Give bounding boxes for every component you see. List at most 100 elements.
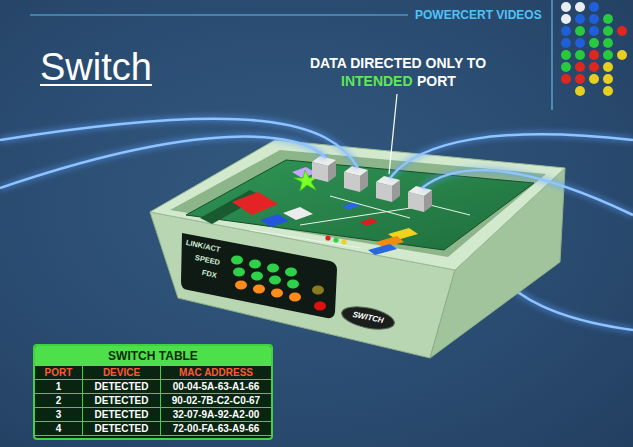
drawn-ellipse [289, 293, 301, 302]
decor-dot [603, 74, 613, 84]
drawn-polygon [376, 176, 400, 186]
drawn-polygon [360, 218, 378, 226]
drawn-circle [341, 239, 346, 244]
network-cable [0, 119, 633, 215]
decor-dot [561, 74, 571, 84]
callout-text: PORT [417, 73, 456, 89]
decor-dot [575, 14, 585, 24]
drawn-ellipse [314, 302, 326, 311]
drawn-circle [325, 235, 330, 240]
decor-dot [603, 50, 613, 60]
table-header-cell: PORT [35, 366, 83, 380]
decor-dot [589, 74, 599, 84]
drawn-path [0, 137, 326, 188]
decor-dot [617, 26, 627, 36]
drawn-g [235, 281, 301, 302]
decor-dot [589, 62, 599, 72]
drawn-path [0, 119, 358, 168]
decor-dot [575, 86, 585, 96]
drawn-ellipse [287, 280, 299, 289]
table-cell: 90-02-7B-C2-C0-67 [161, 394, 271, 408]
drawn-ellipse [269, 276, 281, 285]
header-rule [30, 14, 408, 15]
drawn-g [231, 256, 299, 289]
drawn-ellipse [285, 268, 297, 277]
drawn-circle [333, 237, 338, 242]
decor-dot [575, 26, 585, 36]
table-cell: 00-04-5A-63-A1-66 [161, 380, 271, 394]
drawn-polygon [232, 192, 278, 215]
table-cell: 4 [35, 422, 83, 436]
drawn-polygon [368, 244, 397, 255]
drawn-ellipse [253, 285, 265, 294]
drawn-g [376, 176, 400, 202]
decor-dot [561, 26, 571, 36]
drawn-path [0, 119, 358, 168]
decor-dot [603, 62, 613, 72]
watermark: POWERCERT VIDEOS [415, 8, 542, 22]
decor-dot [589, 26, 599, 36]
decor-dot [589, 2, 599, 12]
drawn-path [181, 233, 337, 318]
dot-grid [561, 2, 627, 96]
drawn-polygon [150, 140, 565, 270]
drawn-line [250, 230, 360, 248]
table-cell: DETECTED [83, 422, 161, 436]
decor-dot [603, 86, 613, 96]
drawn-ellipse [251, 272, 263, 281]
decor-dot [603, 14, 613, 24]
drawn-ellipse [235, 281, 247, 290]
table-cell: 1 [35, 380, 83, 394]
callout-text: INTENDED [341, 73, 413, 89]
drawn-path [0, 137, 326, 188]
decor-dot [561, 50, 571, 60]
table-cell: DETECTED [83, 394, 161, 408]
port-cubes [312, 156, 432, 212]
decor-dot [603, 26, 613, 36]
table-header-cell: MAC ADDRESS [161, 366, 271, 380]
decor-dot [561, 14, 571, 24]
decor-dot [561, 62, 571, 72]
decor-dot [617, 50, 627, 60]
table-cell: DETECTED [83, 408, 161, 422]
drawn-ellipse [249, 260, 261, 269]
decor-dot [589, 38, 599, 48]
table-header-cell: DEVICE [83, 366, 161, 380]
front-panel [181, 233, 337, 318]
drawn-ellipse [233, 268, 245, 277]
decor-dot [575, 74, 585, 84]
header-rule [551, 0, 552, 110]
switch-table: SWITCH TABLEPORTDEVICEMAC ADDRESS1DETECT… [33, 344, 273, 440]
drawn-ellipse [267, 264, 279, 273]
table-cell: 3 [35, 408, 83, 422]
drawn-g [408, 186, 432, 212]
decor-dot [589, 50, 599, 60]
drawn-path [422, 170, 633, 215]
drawn-ellipse [271, 289, 283, 298]
table-cell: 2 [35, 394, 83, 408]
decor-dot [575, 38, 585, 48]
drawn-ellipse [312, 286, 324, 295]
decor-dot [561, 38, 571, 48]
drawn-polygon [260, 214, 289, 227]
drawn-g [312, 156, 336, 182]
table-cell: 32-07-9A-92-A2-00 [161, 408, 271, 422]
decor-dot [589, 14, 599, 24]
decor-dot [561, 2, 571, 12]
decor-dot [603, 38, 613, 48]
decor-dot [575, 62, 585, 72]
drawn-path [422, 170, 633, 215]
drawn-line [430, 205, 470, 215]
leader-line [389, 94, 397, 174]
decor-dot [575, 2, 585, 12]
table-heading: SWITCH TABLE [35, 346, 271, 366]
table-cell: 72-00-FA-63-A9-66 [161, 422, 271, 436]
drawn-polygon [283, 207, 313, 220]
drawn-ellipse [231, 256, 243, 265]
table-cell: DETECTED [83, 380, 161, 394]
drawn-g [344, 166, 368, 192]
callout-text: DATA DIRECTED ONLY TO [310, 55, 486, 71]
drawn-line [330, 196, 410, 218]
decor-dot [575, 50, 585, 60]
page-title: Switch [40, 46, 152, 89]
